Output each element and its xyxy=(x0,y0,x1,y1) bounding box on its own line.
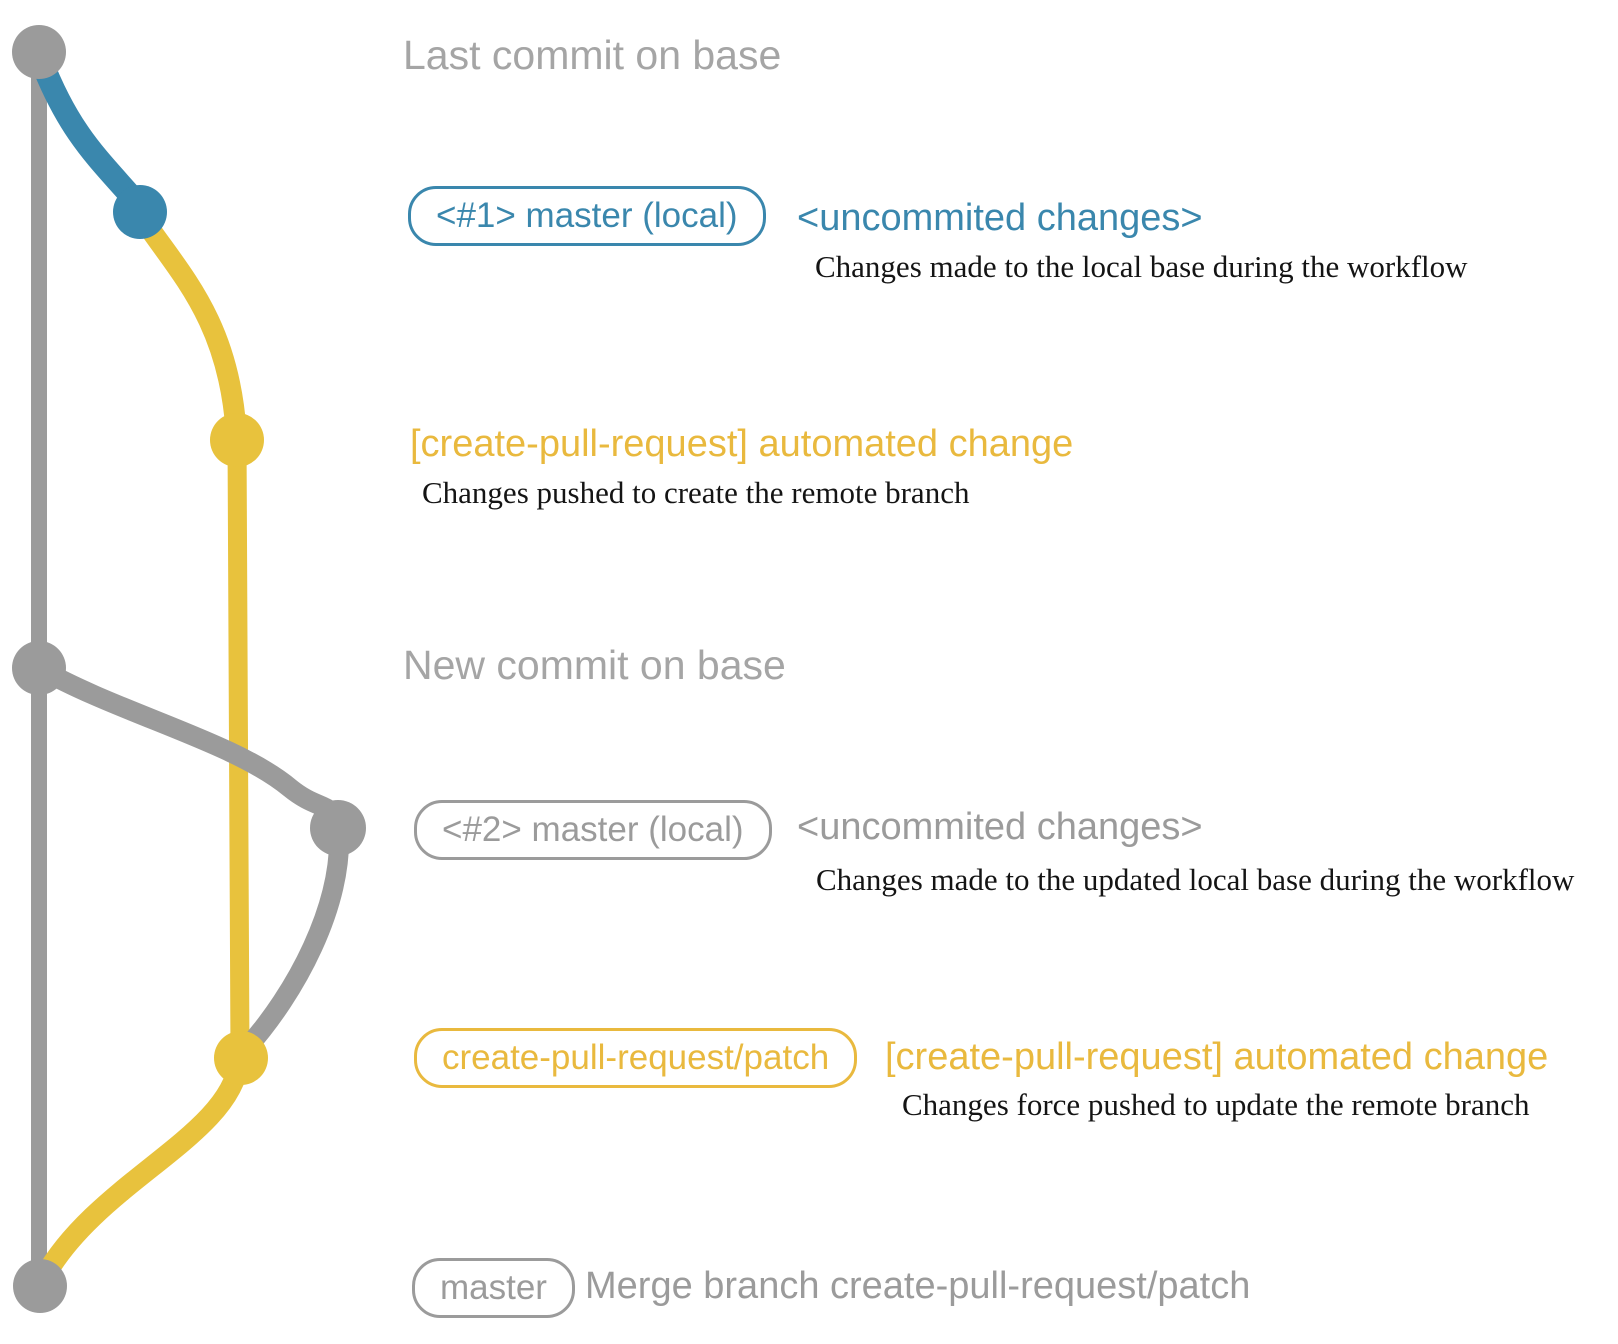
commit-node-patch-2 xyxy=(214,1031,268,1085)
commit-node-local-1 xyxy=(113,185,167,239)
local-master-branch-curve xyxy=(29,48,149,215)
rebase-curve-out xyxy=(29,658,348,832)
merge-curve xyxy=(34,1051,250,1287)
rebase-curve-in xyxy=(235,822,350,1060)
branch-badge-master-local-2: <#2> master (local) xyxy=(414,800,772,860)
note-local-changes-2: Changes made to the updated local base d… xyxy=(816,862,1575,897)
branch-badge-master: master xyxy=(412,1258,575,1318)
commit-node-last-base xyxy=(12,25,66,79)
commit-node-new-base xyxy=(12,641,66,695)
note-force-push-update: Changes force pushed to update the remot… xyxy=(902,1087,1530,1122)
commit-node-local-2 xyxy=(310,800,366,856)
commit-message-uncommited-2: <uncommited changes> xyxy=(797,806,1203,848)
label-last-commit-on-base: Last commit on base xyxy=(403,32,782,78)
note-push-create-branch: Changes pushed to create the remote bran… xyxy=(422,475,970,510)
branch-badge-patch: create-pull-request/patch xyxy=(414,1028,858,1088)
note-local-changes-1: Changes made to the local base during th… xyxy=(815,249,1468,284)
branch-badge-master-local-1: <#1> master (local) xyxy=(408,186,766,246)
commit-message-automated-2: [create-pull-request] automated change xyxy=(885,1036,1549,1078)
label-new-commit-on-base: New commit on base xyxy=(403,642,786,688)
patch-branch-curve-top xyxy=(130,205,247,441)
commit-message-automated-1: [create-pull-request] automated change xyxy=(410,423,1074,465)
commit-message-uncommited-1: <uncommited changes> xyxy=(797,197,1203,239)
commit-node-merge xyxy=(13,1259,67,1313)
commit-message-merge: Merge branch create-pull-request/patch xyxy=(585,1265,1251,1307)
commit-node-patch-1 xyxy=(210,413,264,467)
